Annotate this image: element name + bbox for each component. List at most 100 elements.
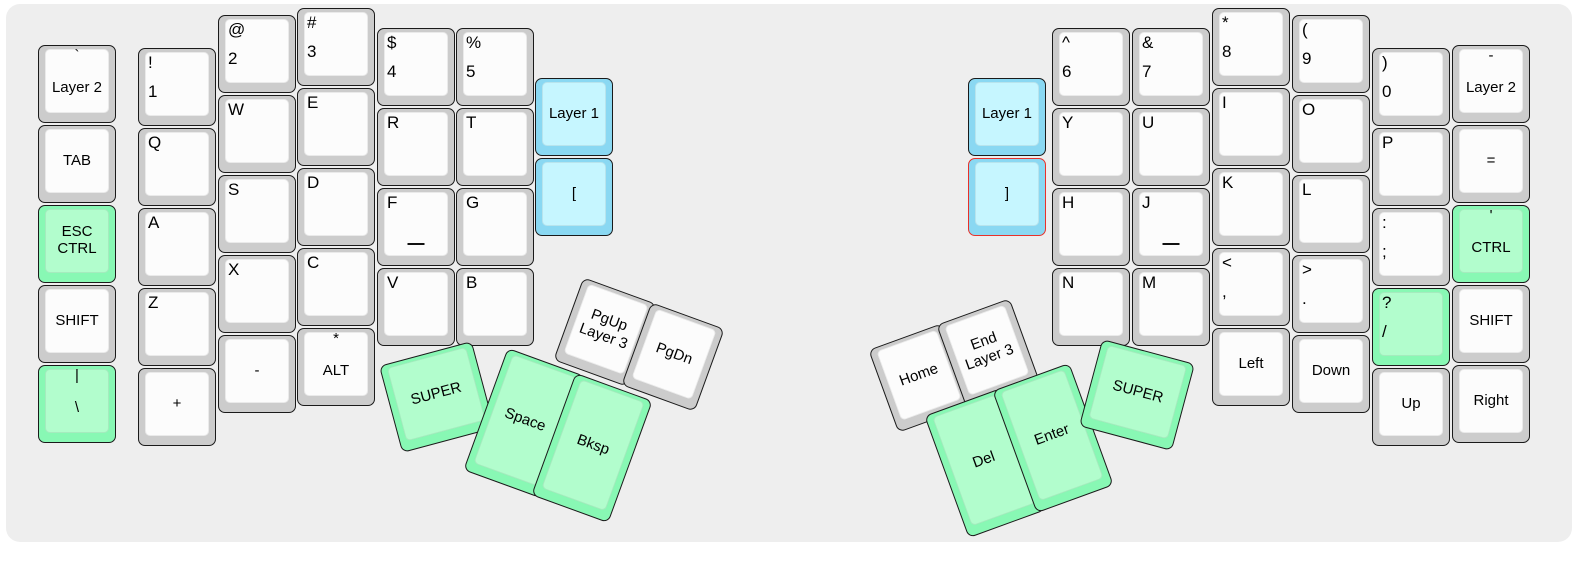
key-a[interactable]: A xyxy=(138,208,216,286)
key-cap xyxy=(225,19,289,83)
key-legend-top: P xyxy=(1382,133,1394,152)
key-cap xyxy=(145,212,209,276)
key-quote-ctrl[interactable]: 'CTRL xyxy=(1452,205,1530,283)
key-legend-main: ESC CTRL xyxy=(57,223,97,257)
key-legend-main: \ xyxy=(74,398,80,416)
key-layer1[interactable]: Layer 1 xyxy=(968,78,1046,156)
key-bracket-right[interactable]: ] xyxy=(968,158,1046,236)
key-legend-main: SHIFT xyxy=(55,311,99,329)
key-i[interactable]: I xyxy=(1212,88,1290,166)
key-r[interactable]: R xyxy=(377,108,455,186)
key-cap xyxy=(45,49,109,113)
key-cap xyxy=(225,339,289,403)
key-c[interactable]: C xyxy=(297,248,375,326)
key-legend-main: 3 xyxy=(307,42,317,61)
key-h[interactable]: H xyxy=(1052,188,1130,266)
key-t[interactable]: T xyxy=(456,108,534,186)
key-legend-top: Y xyxy=(1062,113,1074,132)
key-legend-main: Layer 1 xyxy=(548,104,600,122)
key-bracket-left[interactable]: [ xyxy=(535,158,613,236)
key-legend-top: J xyxy=(1142,193,1151,212)
key-legend-top: N xyxy=(1062,273,1075,292)
key-layer1[interactable]: Layer 1 xyxy=(535,78,613,156)
key-legend-top: D xyxy=(307,173,320,192)
key-left[interactable]: Left xyxy=(1212,328,1290,406)
key-cap xyxy=(45,129,109,193)
key-b[interactable]: B xyxy=(456,268,534,346)
key-8[interactable]: *8 xyxy=(1212,8,1290,86)
key-tab[interactable]: TAB xyxy=(38,125,116,203)
key-u[interactable]: U xyxy=(1132,108,1210,186)
key-3[interactable]: #3 xyxy=(297,8,375,86)
key-5[interactable]: %5 xyxy=(456,28,534,106)
key-cap xyxy=(1379,132,1443,196)
key-g[interactable]: G xyxy=(456,188,534,266)
key-2[interactable]: @2 xyxy=(218,15,296,93)
key-s[interactable]: S xyxy=(218,175,296,253)
key-down[interactable]: Down xyxy=(1292,335,1370,413)
key-alt[interactable]: *ALT xyxy=(297,328,375,406)
key-cap xyxy=(1139,32,1203,96)
key-y[interactable]: Y xyxy=(1052,108,1130,186)
key-k[interactable]: K xyxy=(1212,168,1290,246)
key-shift[interactable]: SHIFT xyxy=(38,285,116,363)
key-right[interactable]: Right xyxy=(1452,365,1530,443)
key-j[interactable]: J xyxy=(1132,188,1210,266)
key-legend-main: TAB xyxy=(62,151,92,169)
key-p[interactable]: P xyxy=(1372,128,1450,206)
key-cap xyxy=(1379,292,1443,356)
key-legend-top: # xyxy=(307,13,317,32)
key-legend-main: = xyxy=(1486,151,1496,169)
key-6[interactable]: ^6 xyxy=(1052,28,1130,106)
key-minus[interactable]: - xyxy=(218,335,296,413)
key-legend-main: Up xyxy=(1401,394,1421,412)
key-legend-main: 1 xyxy=(148,82,158,101)
key-9[interactable]: (9 xyxy=(1292,15,1370,93)
key-cap xyxy=(1219,92,1283,156)
key-esc-ctrl[interactable]: ESC CTRL xyxy=(38,205,116,283)
key-period[interactable]: >. xyxy=(1292,255,1370,333)
key-l[interactable]: L xyxy=(1292,175,1370,253)
key-w[interactable]: W xyxy=(218,95,296,173)
key-4[interactable]: $4 xyxy=(377,28,455,106)
key-legend-main: Left xyxy=(1238,354,1264,372)
key-shift[interactable]: SHIFT xyxy=(1452,285,1530,363)
key-cap xyxy=(542,162,606,226)
key-e[interactable]: E xyxy=(297,88,375,166)
key-legend-top: V xyxy=(387,273,399,292)
key-legend-main: 2 xyxy=(228,49,238,68)
key-d[interactable]: D xyxy=(297,168,375,246)
key-7[interactable]: &7 xyxy=(1132,28,1210,106)
key-legend-top: - xyxy=(1488,47,1494,64)
key-cap xyxy=(975,162,1039,226)
key-semicolon[interactable]: :; xyxy=(1372,208,1450,286)
key-plus[interactable]: + xyxy=(138,368,216,446)
key-layer2[interactable]: -Layer 2 xyxy=(1452,45,1530,123)
key-super-right[interactable]: SUPER xyxy=(1078,339,1196,451)
key-legend-top: % xyxy=(466,33,482,52)
key-comma[interactable]: <, xyxy=(1212,248,1290,326)
key-legend-top: ? xyxy=(1382,293,1392,312)
key-legend-top: < xyxy=(1222,253,1232,272)
key-o[interactable]: O xyxy=(1292,95,1370,173)
key-z[interactable]: Z xyxy=(138,288,216,366)
key-legend-top: ^ xyxy=(1062,33,1070,52)
key-f[interactable]: F xyxy=(377,188,455,266)
key-legend-top: C xyxy=(307,253,320,272)
key-cap xyxy=(463,192,527,256)
key-pipe-backslash[interactable]: |\ xyxy=(38,365,116,443)
key-up[interactable]: Up xyxy=(1372,368,1450,446)
key-equals[interactable]: = xyxy=(1452,125,1530,203)
key-slash[interactable]: ?/ xyxy=(1372,288,1450,366)
key-n[interactable]: N xyxy=(1052,268,1130,346)
key-layer2[interactable]: `Layer 2 xyxy=(38,45,116,123)
key-1[interactable]: !1 xyxy=(138,48,216,126)
key-x[interactable]: X xyxy=(218,255,296,333)
key-legend-top: G xyxy=(466,193,480,212)
key-0[interactable]: )0 xyxy=(1372,48,1450,126)
key-m[interactable]: M xyxy=(1132,268,1210,346)
key-cap xyxy=(1059,32,1123,96)
key-cap xyxy=(1139,192,1203,256)
key-v[interactable]: V xyxy=(377,268,455,346)
key-q[interactable]: Q xyxy=(138,128,216,206)
